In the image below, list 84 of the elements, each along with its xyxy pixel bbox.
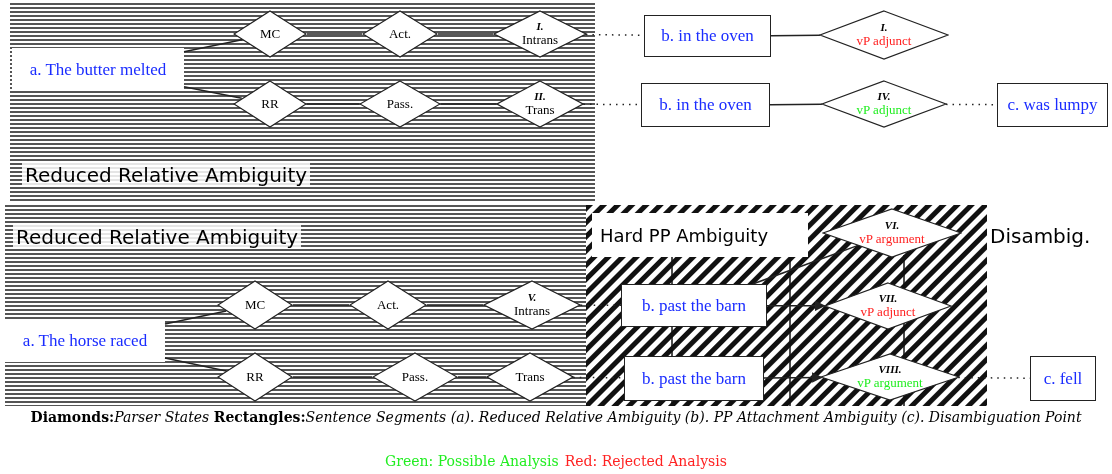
segment-box (621, 284, 767, 327)
segment-box (1030, 356, 1096, 401)
state-diamond (496, 80, 584, 128)
state-label: Trans (515, 370, 545, 384)
connector-line (770, 34, 821, 37)
segment-box (12, 48, 184, 91)
state-label: vP argument (859, 231, 925, 246)
state-diamond (821, 80, 947, 128)
roman-numeral: IV. (877, 91, 891, 103)
caption: Diamonds:Parser States Rectangles:Sentence Segments (a). Reduced Relative Ambiguity (b). PP Attachment Ambiguity (c). Disambiguation Point (29, 409, 1083, 426)
legend-entry: Green: Possible Analysis (385, 453, 559, 469)
striped-panel (10, 3, 595, 203)
roman-numeral: VI. (884, 220, 900, 232)
roman-numeral: I. (880, 22, 888, 34)
striped-panel (5, 205, 588, 406)
segment-text: a. The butter melted (29, 59, 167, 80)
state-diamond (349, 280, 427, 330)
connector-line (164, 357, 227, 372)
state-diamond (493, 10, 587, 58)
dotted-connector (579, 304, 622, 306)
hatched-panel (586, 205, 987, 406)
connector-line (292, 304, 350, 306)
state-diamond (372, 352, 458, 402)
segment-box (997, 83, 1108, 127)
state-label: Trans (525, 102, 555, 117)
segment-text: c. fell (1043, 368, 1083, 389)
legend-entry: Red: Rejected Analysis (564, 453, 727, 469)
state-diamond (822, 208, 962, 258)
connector-line (751, 244, 859, 285)
segment-text: b. past the barn (642, 295, 746, 316)
state-label: vP argument (857, 375, 923, 390)
segment-text: a. The horse raced (22, 331, 148, 351)
state-diamond (483, 280, 581, 330)
segment-box (641, 83, 770, 127)
state-diamond (217, 352, 293, 402)
state-diamond (233, 80, 307, 128)
roman-numeral: V. (527, 292, 537, 304)
state-label: MC (244, 298, 266, 312)
state-diamond (359, 80, 441, 128)
state-label: RR (261, 97, 279, 111)
connector-line (426, 304, 484, 306)
state-label: vP adjunct (860, 304, 916, 319)
state-label: MC (259, 27, 281, 41)
segment-text: c. was lumpy (1007, 95, 1098, 115)
state-diamond (820, 353, 960, 401)
connector-line (769, 103, 823, 106)
connector-line (183, 39, 243, 53)
connector-line (164, 310, 227, 325)
state-label: Act. (389, 27, 411, 41)
state-label: Pass. (401, 370, 429, 384)
state-diamond (824, 282, 952, 330)
segment-text: b. in the oven (661, 26, 754, 46)
segment-text: b. past the barn (642, 368, 746, 389)
connector-line (183, 86, 243, 100)
connector-line (306, 103, 360, 105)
roman-numeral: VIII. (878, 364, 902, 376)
arrow (763, 372, 823, 383)
state-label: Intrans (513, 303, 551, 318)
state-diamond (233, 10, 307, 58)
state-diamond (819, 10, 949, 60)
roman-numeral: II. (534, 91, 546, 103)
roman-numeral: I. (536, 21, 544, 33)
connector-line (457, 376, 487, 378)
segment-box (644, 15, 771, 57)
state-label: vP adjunct (856, 102, 912, 117)
state-label: Intrans (521, 32, 559, 47)
arrow (766, 300, 826, 312)
connector-line (292, 376, 373, 378)
connector-line (440, 103, 497, 105)
segment-text: b. in the oven (659, 95, 752, 115)
roman-numeral: VII. (878, 293, 898, 305)
state-label: Act. (377, 298, 399, 312)
section-label: Disambig. (990, 224, 1091, 248)
panel-title: Reduced Relative Ambiguity (22, 163, 311, 187)
panel-title: Hard PP Ambiguity (592, 213, 808, 257)
state-diamond (486, 352, 574, 402)
segment-box (5, 320, 165, 362)
state-diamond (217, 280, 293, 330)
state-label: vP adjunct (856, 33, 912, 48)
panel-title: Reduced Relative Ambiguity (13, 225, 302, 249)
segment-box (624, 356, 764, 401)
state-label: Pass. (386, 97, 414, 111)
state-diamond (362, 10, 438, 58)
state-label: RR (246, 370, 264, 384)
